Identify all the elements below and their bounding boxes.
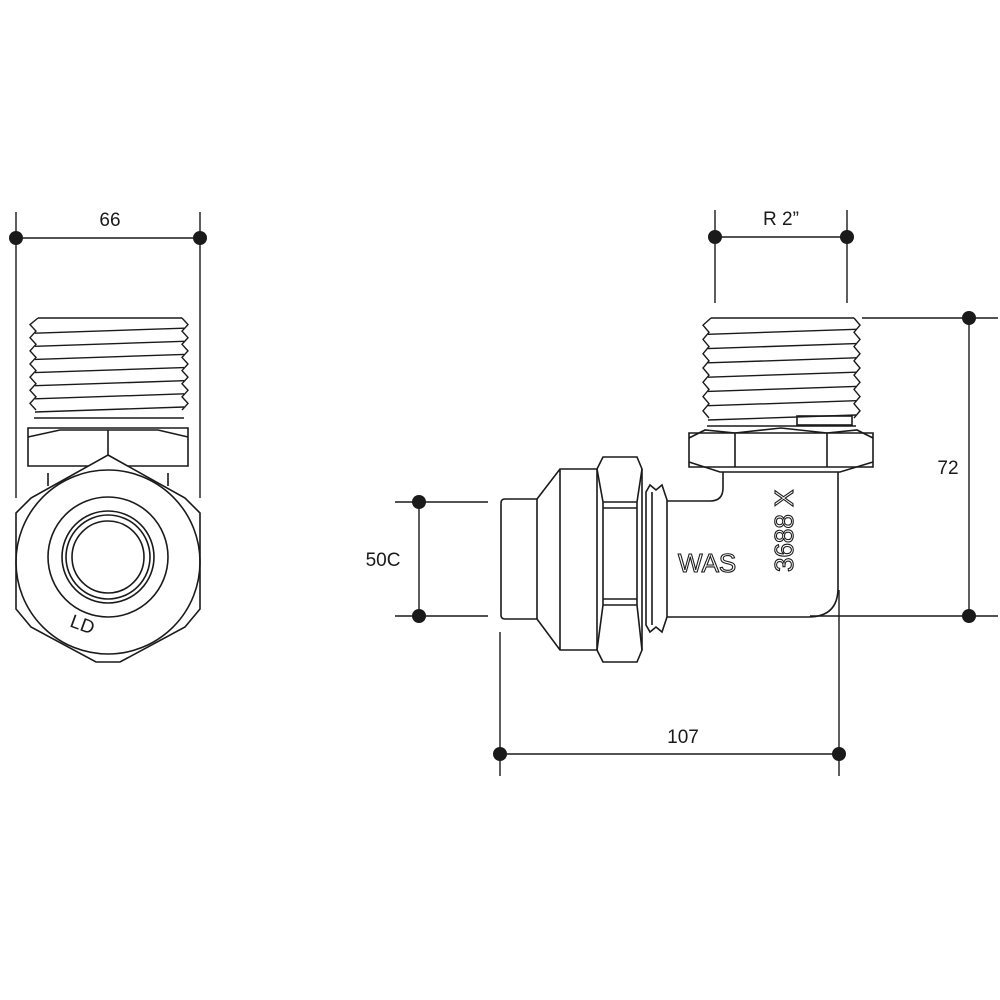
dimension-66-label: 66 (99, 210, 120, 231)
end-view: 66 LD (9, 210, 207, 663)
code-marking: 3688 X (769, 490, 799, 572)
side-view: R 2” 72 50C 107 (366, 209, 998, 776)
dimension-72-label: 72 (937, 458, 958, 479)
dimension-107-label: 107 (667, 727, 699, 748)
dimension-50c-label: 50C (366, 550, 401, 571)
thread-side-view (702, 317, 861, 427)
thread-end-view (28, 317, 189, 419)
dimension-thread-label: R 2” (763, 209, 799, 230)
brand-marking: WAS (678, 548, 736, 578)
